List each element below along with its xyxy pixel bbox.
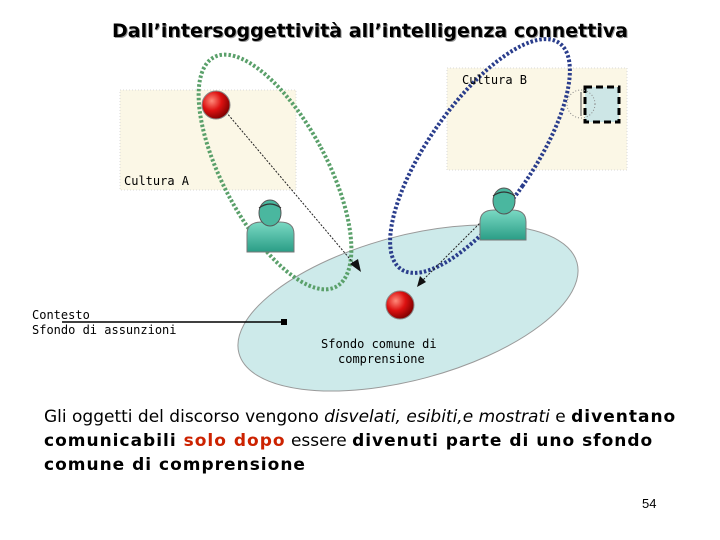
double-arrow-head-1 (417, 276, 426, 287)
connector-arrow-head (350, 259, 361, 272)
body-line2a: diventano comunicabili (44, 407, 677, 451)
context-pointer-end (281, 319, 287, 325)
culture-a-box (119, 89, 297, 191)
blue-ring (388, 37, 572, 275)
body-part1: Gli oggetti del discorso vengono (44, 407, 325, 427)
shared-background-label-line1: Sfondo comune di (321, 337, 437, 351)
culture-a-label: Cultura A (124, 174, 190, 188)
culture-b-label: Cultura B (462, 73, 528, 87)
green-ring (196, 52, 354, 292)
body-part2: e (549, 407, 572, 427)
body-line2b: essere (285, 431, 353, 451)
shared-background-label-line2: comprensione (338, 352, 425, 366)
culture-b-object-icon (566, 85, 621, 124)
body-text: Gli oggetti del discorso vengono disvela… (44, 405, 694, 477)
body-italic: disvelati, esibiti,e mostrati (324, 407, 550, 427)
context-label: Contesto (32, 308, 90, 322)
person-b-icon (479, 187, 527, 241)
connector-line (225, 111, 356, 266)
body-line2c: divenuti parte di uno sfondo comune di c… (44, 431, 654, 475)
background-assumptions-label: Sfondo di assunzioni (32, 323, 177, 337)
body-highlight: solo dopo (183, 431, 286, 451)
double-arrow (420, 217, 486, 283)
page-title: Dall’intersoggettività all’intelligenza … (111, 20, 628, 42)
red-ball-culture-a (201, 90, 231, 120)
person-a-icon (246, 199, 295, 253)
red-ball-shared (385, 290, 415, 320)
page-number: 54 (642, 496, 657, 511)
